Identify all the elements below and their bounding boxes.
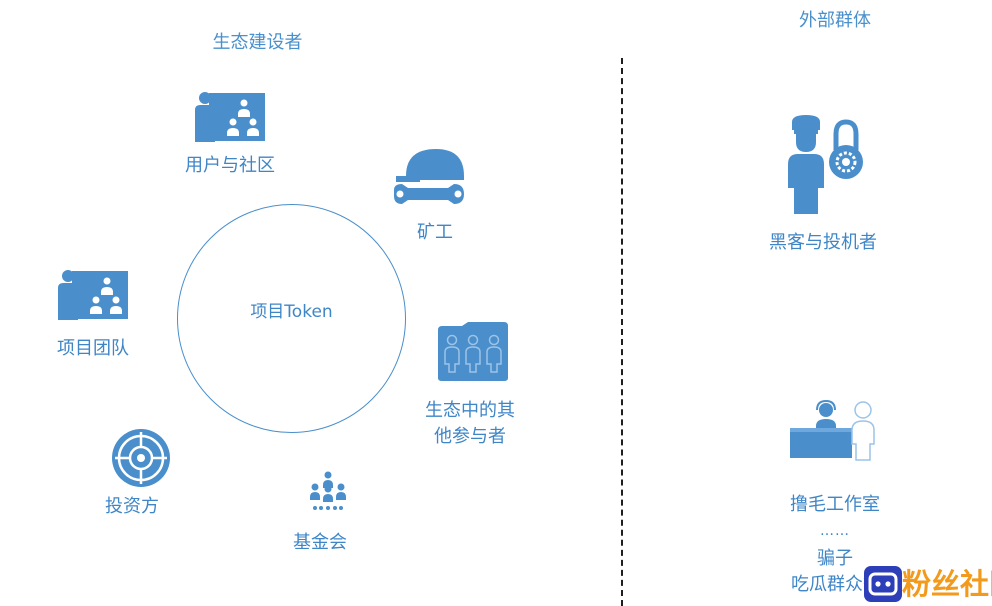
external-ellipsis: …… bbox=[820, 523, 850, 539]
external-heading: 外部群体 bbox=[799, 10, 871, 31]
project-team-icon bbox=[56, 268, 130, 324]
project-team-label: 项目团队 bbox=[57, 338, 129, 359]
watermark: 粉丝社区 bbox=[860, 562, 992, 606]
studio-desk-icon bbox=[788, 398, 882, 462]
users-community-icon bbox=[193, 90, 267, 146]
miner-hardhat-icon bbox=[392, 146, 466, 208]
hackers-label: 黑客与投机者 bbox=[769, 232, 877, 253]
foundation-label: 基金会 bbox=[293, 532, 347, 553]
participants-folder-icon bbox=[436, 320, 510, 382]
scammers-label: 骗子 bbox=[817, 548, 853, 569]
watermark-logo-icon bbox=[864, 566, 902, 602]
hacker-lock-icon bbox=[786, 112, 866, 216]
other-participants-label-line1: 生态中的其 bbox=[425, 400, 515, 421]
miners-label: 矿工 bbox=[417, 222, 453, 243]
investors-label: 投资方 bbox=[105, 496, 159, 517]
section-divider bbox=[621, 58, 623, 606]
watermark-text: 粉丝社区 bbox=[902, 567, 992, 601]
project-token-label: 项目Token bbox=[250, 302, 333, 322]
users-community-label: 用户与社区 bbox=[185, 155, 275, 176]
farming-studio-label: 撸毛工作室 bbox=[790, 494, 880, 515]
ecosystem-heading: 生态建设者 bbox=[212, 32, 303, 53]
onlookers-label: 吃瓜群众等 bbox=[791, 574, 881, 595]
other-participants-label-line2: 他参与者 bbox=[434, 426, 506, 447]
foundation-group-icon bbox=[306, 470, 350, 514]
project-token-circle bbox=[177, 204, 406, 433]
investor-vault-icon bbox=[111, 428, 171, 488]
